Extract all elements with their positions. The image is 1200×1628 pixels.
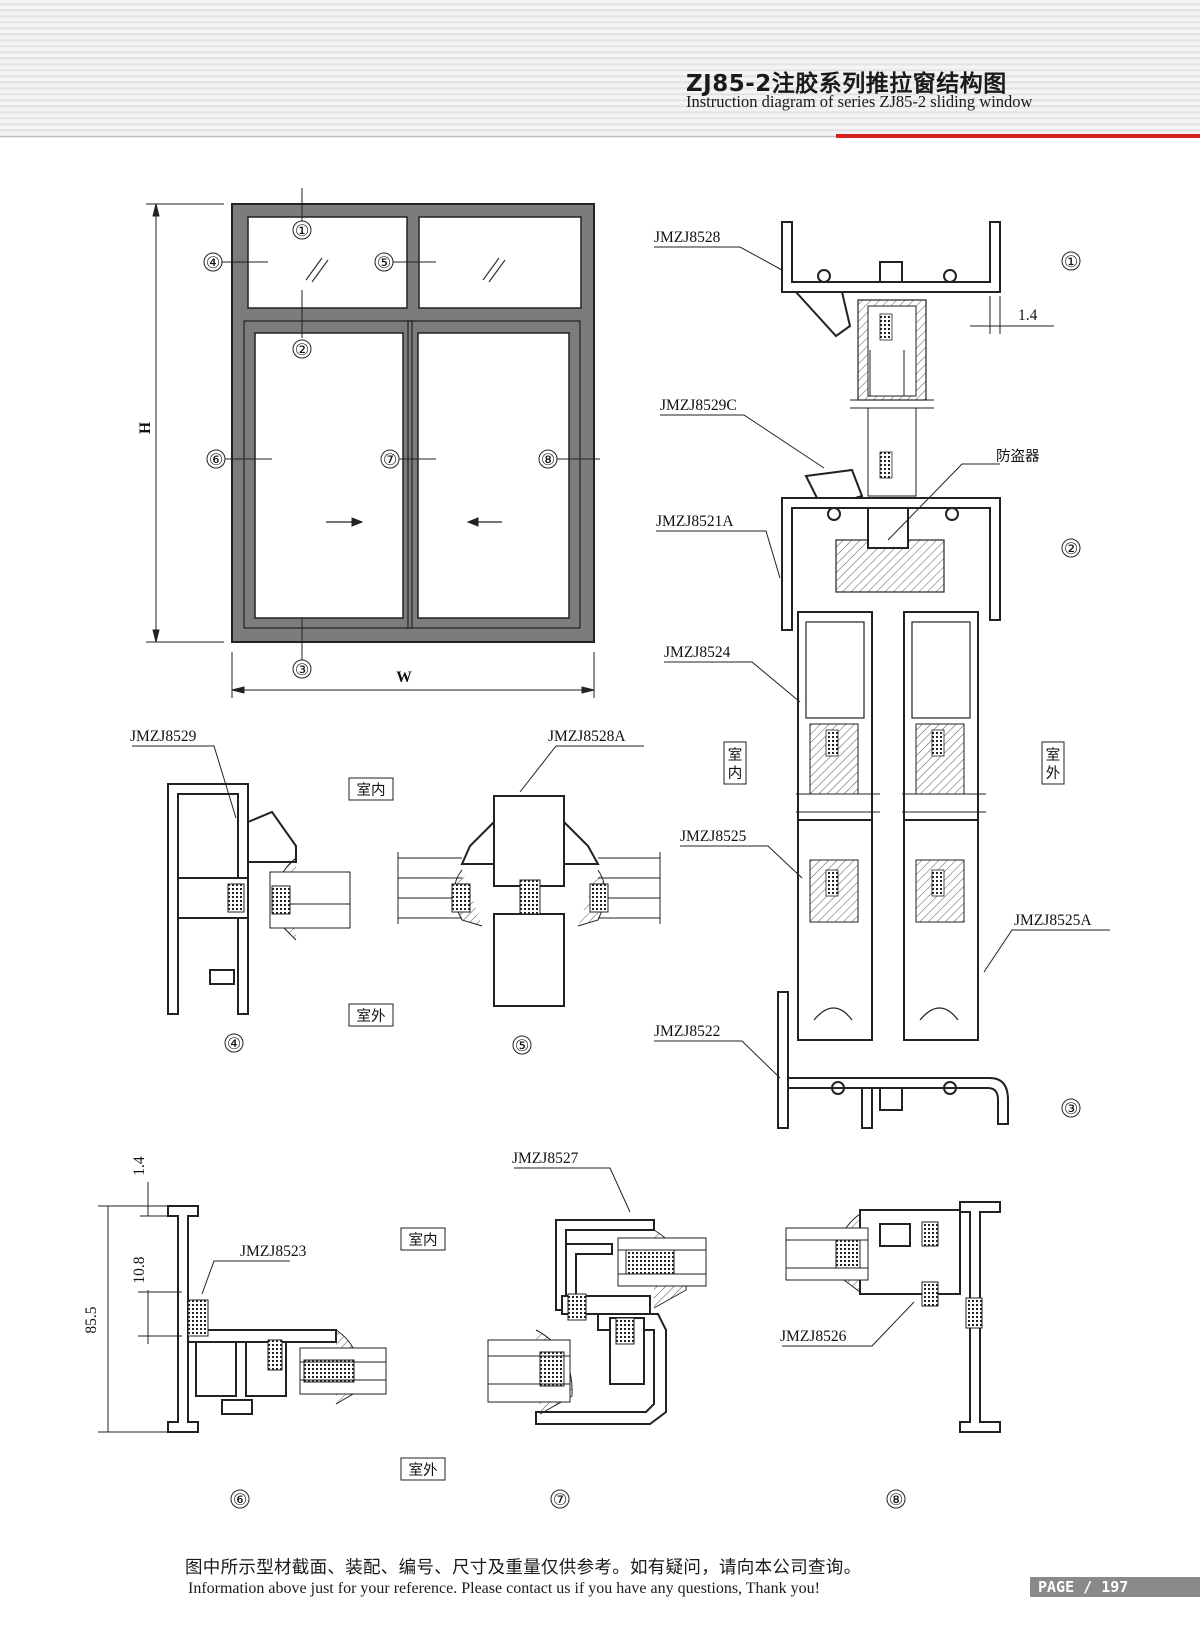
label-8528: JMZJ8528 bbox=[654, 229, 721, 246]
outdoor-vertical-box: 室 外 bbox=[1041, 741, 1065, 785]
label-8522: JMZJ8522 bbox=[654, 1023, 720, 1040]
dim-wall-2: 1.4 bbox=[131, 1156, 148, 1176]
svg-text:室: 室 bbox=[728, 747, 743, 764]
header-accent-bar bbox=[836, 134, 1200, 138]
dim-wall-1: 1.4 bbox=[1018, 307, 1038, 324]
svg-text:②: ② bbox=[1064, 539, 1078, 558]
leader-8527 bbox=[514, 1167, 631, 1213]
section-5 bbox=[397, 795, 661, 1007]
marker-5: ⑤ bbox=[374, 252, 394, 272]
marker-3-section: ③ bbox=[1061, 1098, 1081, 1118]
section-8 bbox=[785, 1201, 1001, 1433]
svg-text:④: ④ bbox=[227, 1034, 241, 1053]
marker-2-section: ② bbox=[1061, 538, 1081, 558]
svg-text:②: ② bbox=[295, 340, 309, 359]
marker-1-section: ① bbox=[1061, 251, 1081, 271]
marker-4-section: ④ bbox=[224, 1033, 244, 1053]
width-label: W bbox=[396, 669, 412, 686]
marker-7: ⑦ bbox=[380, 449, 400, 469]
marker-5-section: ⑤ bbox=[512, 1035, 532, 1055]
svg-text:①: ① bbox=[295, 221, 309, 240]
marker-3: ③ bbox=[292, 659, 312, 679]
svg-text:室外: 室外 bbox=[357, 1008, 386, 1025]
vertical-section bbox=[777, 221, 1054, 1129]
label-8527: JMZJ8527 bbox=[512, 1150, 579, 1167]
leader-8523 bbox=[201, 1260, 290, 1295]
footer-note-en: Information above just for your referenc… bbox=[188, 1580, 820, 1597]
header-rule bbox=[0, 136, 836, 137]
footer-note-cn: 图中所示型材截面、装配、编号、尺寸及重量仅供参考。如有疑问，请向本公司查询。 bbox=[185, 1558, 862, 1578]
svg-text:⑤: ⑤ bbox=[377, 253, 391, 272]
svg-text:⑦: ⑦ bbox=[383, 450, 397, 469]
label-8525a: JMZJ8525A bbox=[1014, 912, 1092, 929]
label-8526: JMZJ8526 bbox=[780, 1328, 847, 1345]
dim-depth: 85.5 bbox=[83, 1306, 100, 1333]
label-8521a: JMZJ8521A bbox=[656, 513, 734, 530]
section-4 bbox=[167, 783, 351, 1015]
page-subtitle: Instruction diagram of series ZJ85-2 sli… bbox=[686, 92, 1033, 111]
label-8525: JMZJ8525 bbox=[680, 828, 747, 845]
svg-text:⑥: ⑥ bbox=[209, 450, 223, 469]
svg-text:⑥: ⑥ bbox=[233, 1490, 247, 1509]
leader-8528a bbox=[519, 745, 644, 793]
label-anti-theft: 防盗器 bbox=[996, 448, 1040, 465]
page-title: ZJ85-2注胶系列推拉窗结构图 bbox=[686, 71, 1007, 97]
window-elevation bbox=[146, 188, 600, 698]
label-8524: JMZJ8524 bbox=[664, 644, 731, 661]
svg-text:③: ③ bbox=[295, 660, 309, 679]
svg-text:室内: 室内 bbox=[409, 1232, 438, 1249]
svg-text:①: ① bbox=[1064, 252, 1078, 271]
svg-text:室: 室 bbox=[1046, 747, 1061, 764]
svg-text:内: 内 bbox=[728, 765, 743, 782]
indoor-vertical-box: 室 内 bbox=[723, 741, 747, 785]
label-8529c: JMZJ8529C bbox=[660, 397, 737, 414]
leader-8529 bbox=[132, 745, 237, 819]
indoor-box-6: 室内 bbox=[400, 1227, 446, 1251]
svg-text:室外: 室外 bbox=[409, 1462, 438, 1479]
svg-text:④: ④ bbox=[206, 253, 220, 272]
svg-text:⑧: ⑧ bbox=[889, 1490, 903, 1509]
svg-text:室内: 室内 bbox=[357, 782, 386, 799]
outdoor-box-6: 室外 bbox=[400, 1457, 446, 1481]
elevation-markers: ① ② ③ ④ ⑤ ⑥ ⑦ ⑧ bbox=[203, 220, 558, 679]
marker-8-section: ⑧ bbox=[886, 1489, 906, 1509]
page-number: PAGE / 197 bbox=[1030, 1577, 1200, 1597]
marker-1: ① bbox=[292, 220, 312, 240]
svg-text:外: 外 bbox=[1046, 765, 1061, 782]
section-markers: ① ② ③ bbox=[1061, 251, 1081, 1118]
outdoor-box-4: 室外 bbox=[348, 1003, 394, 1027]
label-8523: JMZJ8523 bbox=[240, 1243, 307, 1260]
marker-4: ④ bbox=[203, 252, 223, 272]
section-6 bbox=[98, 1182, 387, 1433]
svg-text:⑤: ⑤ bbox=[515, 1036, 529, 1055]
dim-lip: 10.8 bbox=[131, 1256, 148, 1283]
marker-6-section: ⑥ bbox=[230, 1489, 250, 1509]
marker-8: ⑧ bbox=[538, 449, 558, 469]
marker-7-section: ⑦ bbox=[550, 1489, 570, 1509]
section-leaders bbox=[654, 246, 1110, 1079]
marker-6: ⑥ bbox=[206, 449, 226, 469]
section-7 bbox=[487, 1219, 707, 1425]
label-8528a: JMZJ8528A bbox=[548, 728, 626, 745]
svg-text:⑧: ⑧ bbox=[541, 450, 555, 469]
header-band bbox=[0, 0, 1200, 138]
marker-2: ② bbox=[292, 339, 312, 359]
leader-8526 bbox=[782, 1301, 915, 1347]
svg-text:⑦: ⑦ bbox=[553, 1490, 567, 1509]
svg-text:③: ③ bbox=[1064, 1099, 1078, 1118]
label-8529: JMZJ8529 bbox=[130, 728, 197, 745]
height-label: H bbox=[137, 422, 154, 434]
indoor-box-4: 室内 bbox=[348, 777, 394, 801]
